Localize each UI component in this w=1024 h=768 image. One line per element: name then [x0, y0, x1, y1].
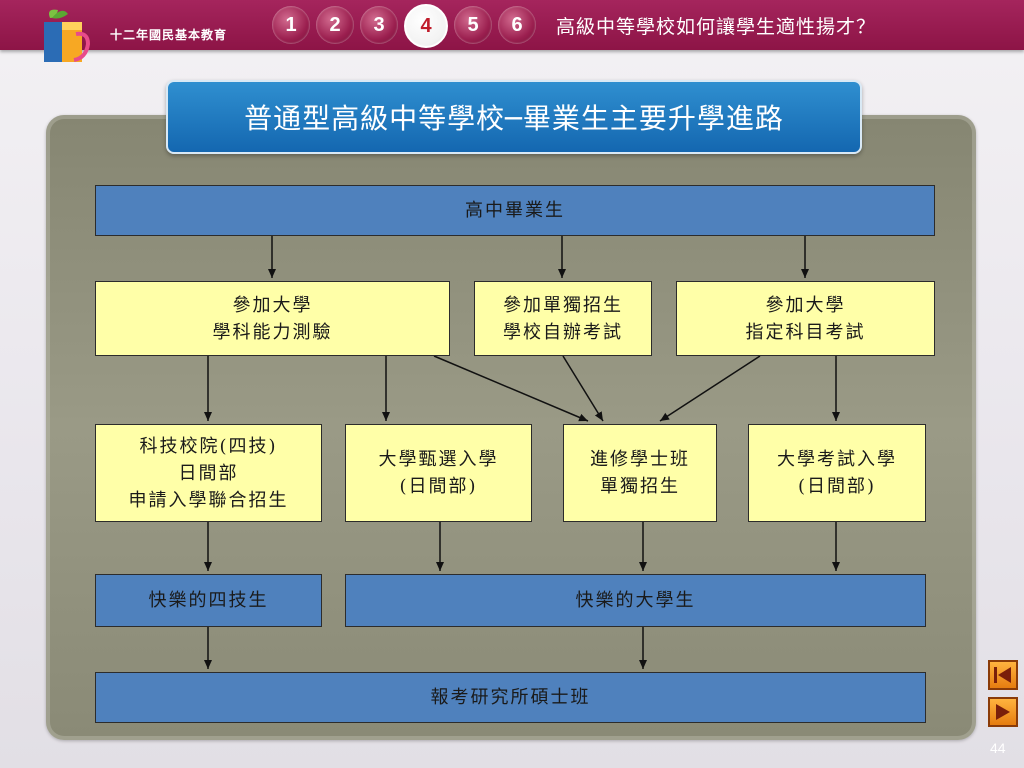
step-nav: 1 2 3 4 5 6	[272, 4, 536, 48]
next-arrow-icon	[996, 704, 1010, 720]
further-line1: 進修學士班	[590, 449, 690, 470]
grad-school-label: 報考研究所碩士班	[430, 687, 591, 708]
happy-tech-box: 快樂的四技生	[95, 574, 322, 627]
page-number: 44	[990, 740, 1006, 756]
header-title: 高級中等學校如何讓學生適性揚才？	[556, 16, 877, 38]
logo-text: 十二年國民基本教育	[110, 28, 228, 42]
step-1-button[interactable]: 1	[272, 6, 310, 44]
ast-line2: 指定科目考試	[745, 321, 866, 343]
arrow-gsat-to-further	[433, 355, 589, 422]
further-line2: 單獨招生	[600, 476, 680, 497]
grad-school-box: 報考研究所碩士班	[95, 672, 926, 723]
gsat-exam-box: 參加大學 學科能力測驗	[95, 281, 450, 356]
exam-entry-line1: 大學考試入學	[777, 449, 897, 470]
separate-line2: 學校自辦考試	[503, 321, 623, 343]
tech-line3: 申請入學聯合招生	[128, 489, 289, 511]
arrow-ast-to-further	[659, 355, 761, 422]
next-slide-button[interactable]	[988, 697, 1018, 727]
tech-college-box: 科技校院(四技) 日間部 申請入學聯合招生	[95, 424, 322, 522]
step-2-button[interactable]: 2	[316, 6, 354, 44]
prev-arrow-icon	[994, 667, 1011, 683]
happy-univ-box: 快樂的大學生	[345, 574, 926, 627]
star-line1: 大學甄選入學	[378, 449, 499, 470]
gsat-line1: 參加大學	[232, 294, 313, 316]
slide-title: 普通型高級中等學校─畢業生主要升學進路	[166, 80, 862, 154]
exam-entry-box: 大學考試入學 (日間部)	[748, 424, 926, 522]
tech-line1: 科技校院(四技)	[139, 435, 278, 457]
star-line2: (日間部)	[399, 476, 478, 497]
arrow-separate-to-further	[562, 355, 604, 422]
separate-line1: 參加單獨招生	[503, 294, 623, 316]
header-bar: 十二年國民基本教育 1 2 3 4 5 6 高級中等學校如何讓學生適性揚才？	[0, 0, 1024, 62]
step-4-button[interactable]: 4	[404, 4, 448, 48]
step-6-button[interactable]: 6	[498, 6, 536, 44]
ast-exam-box: 參加大學 指定科目考試	[676, 281, 935, 356]
step-3-button[interactable]: 3	[360, 6, 398, 44]
star-admission-box: 大學甄選入學 (日間部)	[345, 424, 532, 522]
ast-line1: 參加大學	[765, 294, 846, 316]
happy-tech-label: 快樂的四技生	[148, 590, 269, 611]
education-logo-icon	[36, 4, 106, 68]
separate-admission-box: 參加單獨招生 學校自辦考試	[474, 281, 652, 356]
graduates-label: 高中畢業生	[465, 200, 565, 221]
gsat-line2: 學科能力測驗	[212, 321, 333, 343]
graduates-box: 高中畢業生	[95, 185, 935, 236]
happy-univ-label: 快樂的大學生	[575, 590, 696, 611]
further-study-box: 進修學士班 單獨招生	[563, 424, 717, 522]
tech-line2: 日間部	[178, 462, 239, 484]
step-5-button[interactable]: 5	[454, 6, 492, 44]
prev-slide-button[interactable]	[988, 660, 1018, 690]
exam-entry-line2: (日間部)	[797, 476, 877, 497]
